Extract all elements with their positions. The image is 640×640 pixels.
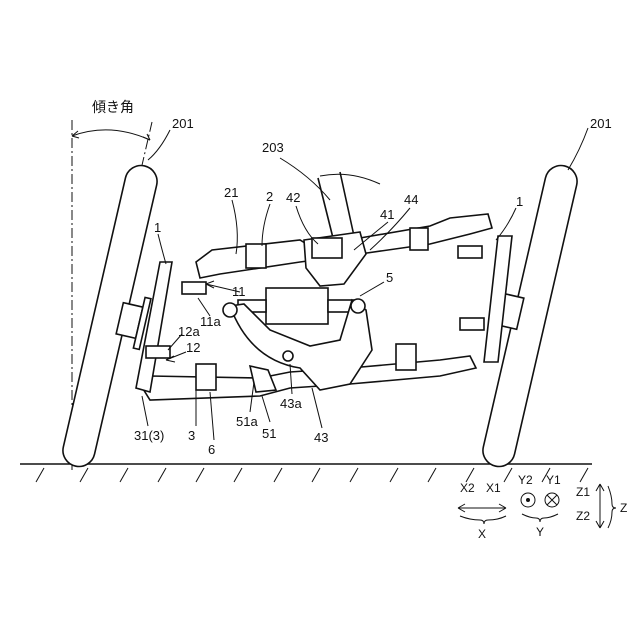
axis-z2-label: Z2 [576,509,590,523]
label-41: 41 [380,207,394,222]
axis-x-label: X [478,527,486,541]
label-43: 43 [314,430,328,445]
label-6: 6 [208,442,215,457]
label-11a: 11a [200,314,221,329]
axis-z-label: Z [620,501,627,515]
label-201-left: 201 [172,116,194,131]
axes-legend: X2 X1 X Y2 Y1 Y Z1 Z2 Z [458,473,627,541]
ground [20,464,592,482]
label-3: 3 [188,428,195,443]
y2-dot-icon [521,493,535,507]
label-5: 5 [386,270,393,285]
label-51a: 51a [236,414,258,429]
label-2: 2 [266,189,273,204]
label-203: 203 [262,140,284,155]
label-12a: 12a [178,324,200,339]
label-12: 12 [186,340,200,355]
label-201-right: 201 [590,116,612,131]
lean-angle-label: 傾き角 [92,99,134,115]
right-knuckle [458,236,512,362]
y1-cross-icon [545,493,559,507]
label-51: 51 [262,426,276,441]
label-42: 42 [286,190,300,205]
label-1-left: 1 [154,220,161,235]
label-1-right: 1 [516,194,523,209]
label-11: 11 [232,284,246,299]
axis-x2-label: X2 [460,481,475,495]
label-21: 21 [224,185,238,200]
axis-y2-label: Y2 [518,473,533,487]
label-31-3: 31(3) [134,428,164,443]
label-43a: 43a [280,396,302,411]
axis-z1-label: Z1 [576,485,590,499]
axis-y-label: Y [536,525,544,539]
label-44: 44 [404,192,418,207]
axis-x1-label: X1 [486,481,501,495]
axis-y1-label: Y1 [546,473,561,487]
